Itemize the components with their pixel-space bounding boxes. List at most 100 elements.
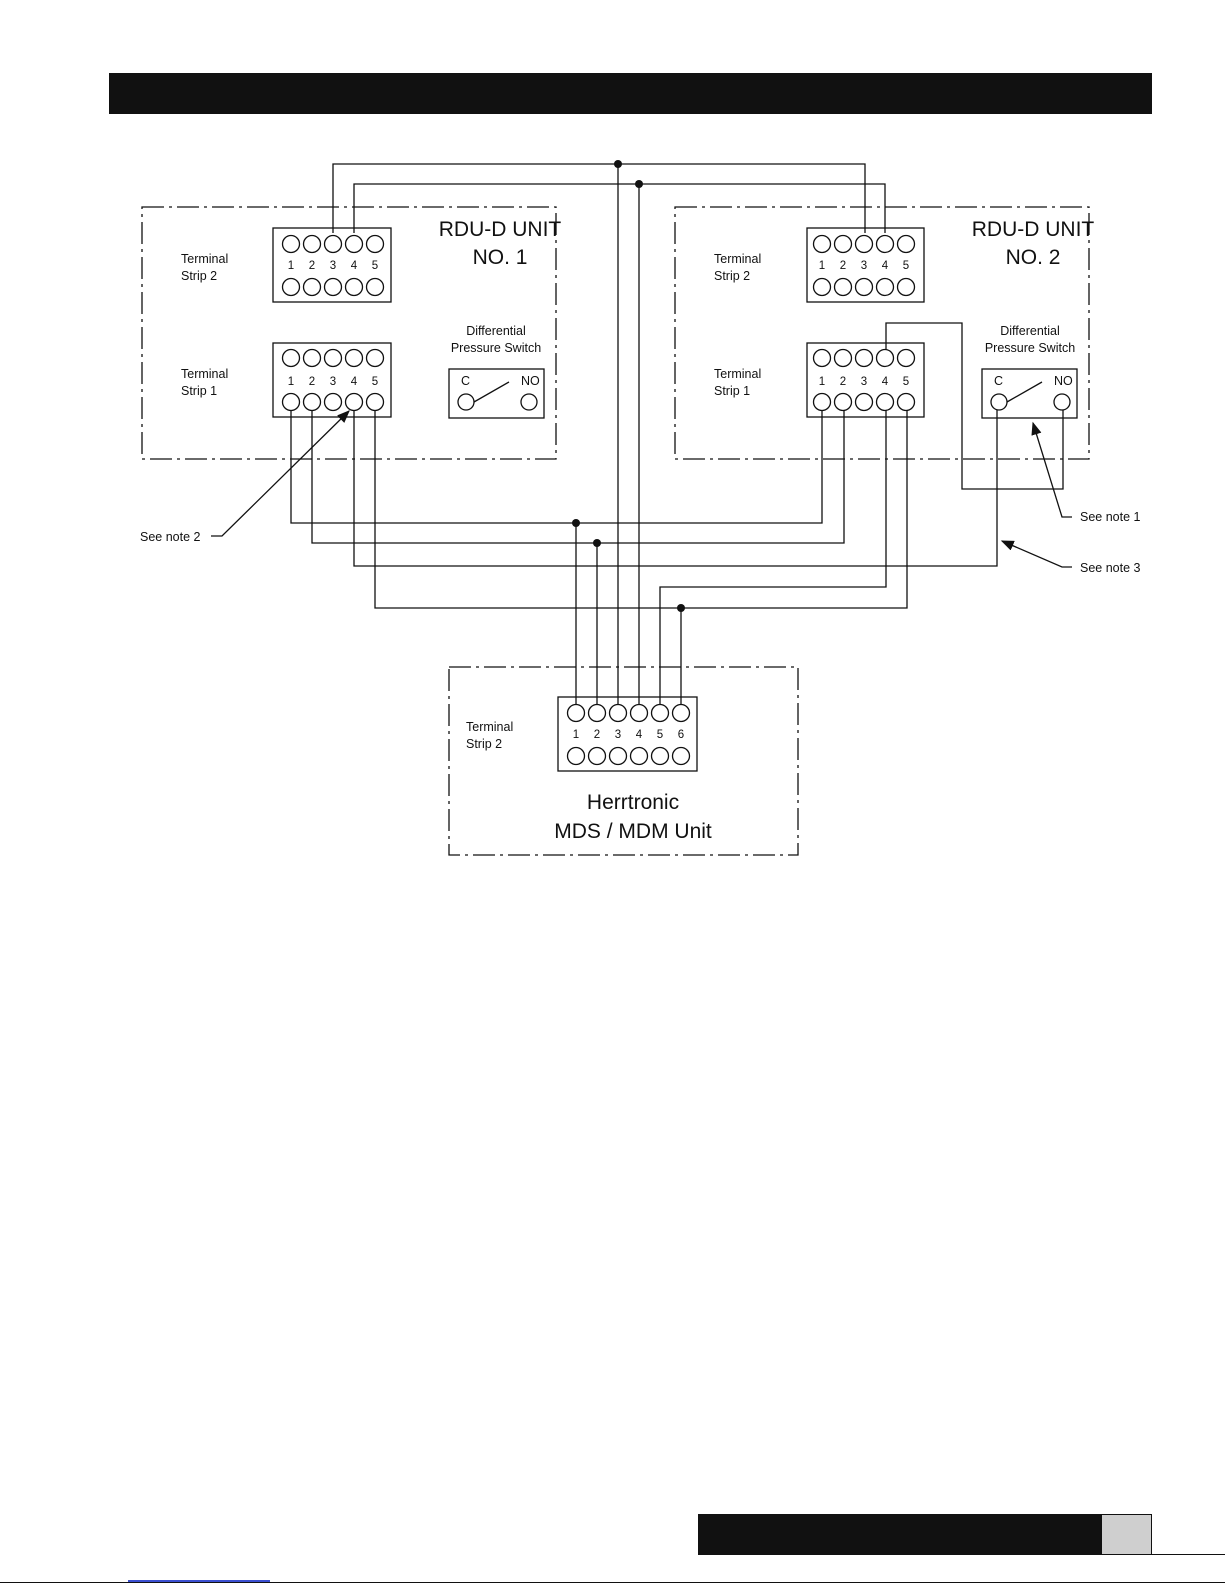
unit2-strip1-terminal-bottom-4 bbox=[877, 394, 894, 411]
unit1-strip2-terminal-bottom-1 bbox=[283, 279, 300, 296]
unit1-strip2-terminal-top-5 bbox=[367, 236, 384, 253]
unit2-strip2-terminal-number: 4 bbox=[882, 260, 889, 272]
unit2-strip1-terminal-top-5 bbox=[898, 350, 915, 367]
bottom-rule bbox=[0, 1582, 1225, 1583]
unit2-strip2-terminal-top-2 bbox=[835, 236, 852, 253]
mds-strip2-terminal-top-2 bbox=[589, 705, 606, 722]
unit1-strip2-label-line2: Strip 2 bbox=[181, 269, 217, 283]
pressure-switch-terminal bbox=[991, 394, 1007, 410]
unit1-switch-label-line1: Differential bbox=[466, 324, 526, 338]
unit2-strip2-terminal-bottom-3 bbox=[856, 279, 873, 296]
mds-strip2-terminal-bottom-3 bbox=[610, 748, 627, 765]
unit1-strip2-terminal-top-2 bbox=[304, 236, 321, 253]
mds-strip2-terminal-top-4 bbox=[631, 705, 648, 722]
unit1-strip1-terminal-number: 3 bbox=[330, 376, 336, 388]
unit2-strip2-terminal-number: 2 bbox=[840, 260, 846, 272]
unit1-strip2-terminal-top-3 bbox=[325, 236, 342, 253]
unit1-strip2-terminal-number: 5 bbox=[372, 260, 378, 272]
unit2-strip1-terminal-number: 5 bbox=[903, 376, 909, 388]
junction-dots bbox=[572, 160, 685, 612]
unit1-strip2-terminal-number: 3 bbox=[330, 260, 336, 272]
mds-strip2-terminal-top-3 bbox=[610, 705, 627, 722]
unit2-strip2-terminal-bottom-2 bbox=[835, 279, 852, 296]
unit2-strip1-terminal-bottom-1 bbox=[814, 394, 831, 411]
unit1-strip1-terminal-number: 2 bbox=[309, 376, 315, 388]
bottom-link-underline bbox=[128, 1580, 270, 1582]
unit2-strip2-terminal-top-4 bbox=[877, 236, 894, 253]
unit2-strip1-terminal-top-4 bbox=[877, 350, 894, 367]
unit1-strip2-terminal-number: 2 bbox=[309, 260, 315, 272]
unit2-strip2-terminal-number: 1 bbox=[819, 260, 825, 272]
see-note-1: See note 1 bbox=[1080, 510, 1141, 524]
unit1-strip2-terminal-bottom-4 bbox=[346, 279, 363, 296]
mds-strip2-terminal-number: 4 bbox=[636, 729, 643, 741]
pressure-switch-terminal bbox=[458, 394, 474, 410]
mds-strip2-terminal-number: 5 bbox=[657, 729, 663, 741]
mds-strip2-terminal-number: 1 bbox=[573, 729, 579, 741]
unit2-strip2-terminal-top-1 bbox=[814, 236, 831, 253]
unit1-strip1-label-line2: Strip 1 bbox=[181, 384, 217, 398]
unit1-switch-label-line2: Pressure Switch bbox=[451, 341, 541, 355]
unit1-switch-no: NO bbox=[521, 374, 540, 388]
unit2-strip2-label-line1: Terminal bbox=[714, 252, 761, 266]
unit2-strip1-terminal-number: 1 bbox=[819, 376, 825, 388]
unit2-strip2-terminal-bottom-4 bbox=[877, 279, 894, 296]
mds-strip2-terminal-top-5 bbox=[652, 705, 669, 722]
unit1-strip1-terminal-top-1 bbox=[283, 350, 300, 367]
unit2-strip1-label-line2: Strip 1 bbox=[714, 384, 750, 398]
mds-strip2-terminal-bottom-4 bbox=[631, 748, 648, 765]
mds-strip2-terminal-number: 2 bbox=[594, 729, 600, 741]
unit2-strip2-label-line2: Strip 2 bbox=[714, 269, 750, 283]
unit1-strip2-terminal-bottom-5 bbox=[367, 279, 384, 296]
unit2-strip2-terminal-number: 3 bbox=[861, 260, 867, 272]
unit2-strip1-terminal-bottom-2 bbox=[835, 394, 852, 411]
unit2-strip2-terminal-bottom-1 bbox=[814, 279, 831, 296]
mds-strip2-terminal-top-1 bbox=[568, 705, 585, 722]
unit2-switch-label-line1: Differential bbox=[1000, 324, 1060, 338]
unit1-strip1-terminal-bottom-2 bbox=[304, 394, 321, 411]
unit2-strip1-terminal-number: 2 bbox=[840, 376, 846, 388]
unit1-strip2-terminal-top-1 bbox=[283, 236, 300, 253]
pressure-switch-terminal bbox=[1054, 394, 1070, 410]
footer-rule bbox=[1152, 1554, 1225, 1555]
unit1-strip1-terminal-bottom-1 bbox=[283, 394, 300, 411]
unit2-strip1-terminal-top-2 bbox=[835, 350, 852, 367]
unit2-strip1-terminal-bottom-5 bbox=[898, 394, 915, 411]
unit2-strip2-terminal-top-3 bbox=[856, 236, 873, 253]
unit1-strip1-terminal-top-4 bbox=[346, 350, 363, 367]
unit1-strip1-terminal-number: 1 bbox=[288, 376, 294, 388]
unit1-strip2-terminal-number: 1 bbox=[288, 260, 294, 272]
mds-strip-label-line2: Strip 2 bbox=[466, 737, 502, 751]
see-note-2: See note 2 bbox=[140, 530, 201, 544]
footer-page-box bbox=[1101, 1514, 1152, 1555]
unit2-strip2-terminal-top-5 bbox=[898, 236, 915, 253]
unit2-strip2-terminal-bottom-5 bbox=[898, 279, 915, 296]
mds-strip2-terminal-bottom-1 bbox=[568, 748, 585, 765]
unit2-strip1-terminal-bottom-3 bbox=[856, 394, 873, 411]
unit1-strip1-terminal-top-3 bbox=[325, 350, 342, 367]
unit2-strip1-label-line1: Terminal bbox=[714, 367, 761, 381]
unit1-strip1-terminal-bottom-3 bbox=[325, 394, 342, 411]
unit2-switch-no: NO bbox=[1054, 374, 1073, 388]
mds-strip2-terminal-bottom-6 bbox=[673, 748, 690, 765]
unit2-strip1-terminal-number: 4 bbox=[882, 376, 889, 388]
unit1-strip1-terminal-bottom-4 bbox=[346, 394, 363, 411]
unit1-title-line1: RDU-D UNIT bbox=[439, 218, 562, 241]
unit2-switch-label-line2: Pressure Switch bbox=[985, 341, 1075, 355]
mds-strip2-terminal-number: 3 bbox=[615, 729, 621, 741]
unit1-strip1-terminal-number: 5 bbox=[372, 376, 378, 388]
unit1-strip2-terminal-top-4 bbox=[346, 236, 363, 253]
unit1-strip1-terminal-bottom-5 bbox=[367, 394, 384, 411]
unit1-strip2-terminal-bottom-3 bbox=[325, 279, 342, 296]
mds-title-line2: MDS / MDM Unit bbox=[554, 820, 712, 843]
mds-strip2-terminal-bottom-5 bbox=[652, 748, 669, 765]
unit2-strip2-terminal-number: 5 bbox=[903, 260, 909, 272]
unit1-switch-c: C bbox=[461, 374, 470, 388]
mds-strip2-terminal-top-6 bbox=[673, 705, 690, 722]
unit1-strip2-terminal-number: 4 bbox=[351, 260, 358, 272]
unit1-strip1-label-line1: Terminal bbox=[181, 367, 228, 381]
unit2-switch-c: C bbox=[994, 374, 1003, 388]
unit1-strip1-terminal-number: 4 bbox=[351, 376, 358, 388]
footer-bar bbox=[698, 1514, 1101, 1555]
